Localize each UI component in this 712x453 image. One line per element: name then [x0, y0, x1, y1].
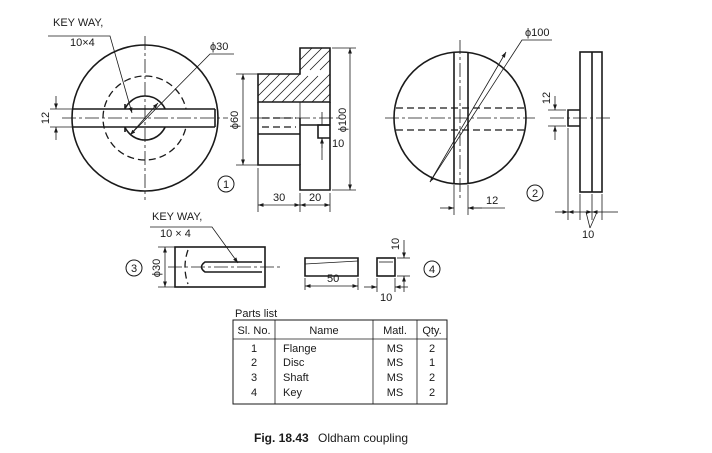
disc-thickness-dim: 10 [582, 229, 594, 241]
flange-bore-dia: ϕ30 [210, 41, 228, 53]
disc-dia: ϕ100 [525, 27, 550, 39]
part-number-balloon-2 [526, 184, 544, 202]
flange-keyway-size: 10×4 [70, 37, 95, 49]
key-height-dim: 10 [390, 238, 402, 250]
disc-side-view: 12 10 [541, 51, 618, 241]
part-number-balloon-3 [125, 259, 143, 277]
svg-text:1: 1 [223, 179, 229, 191]
table-row: 3 Shaft MS 2 [251, 372, 435, 384]
parts-list-title: Parts list [235, 308, 277, 320]
svg-text:3: 3 [251, 372, 257, 384]
svg-text:MS: MS [387, 357, 404, 369]
parts-list-header-matl: Matl. [383, 325, 407, 337]
flange-keyway-label: KEY WAY, [53, 17, 103, 29]
svg-text:2: 2 [429, 343, 435, 355]
key-length-dim: 50 [327, 273, 339, 285]
flange-thickness-dim: 20 [309, 192, 321, 204]
svg-text:3: 3 [131, 263, 137, 275]
svg-text:Shaft: Shaft [283, 372, 309, 384]
svg-text:2: 2 [429, 387, 435, 399]
flange-hub-length-dim: 30 [273, 192, 285, 204]
figure-number: Fig. 18.43 [254, 431, 309, 445]
disc-front-view: ϕ100 12 2 [385, 27, 552, 215]
svg-text:1: 1 [429, 357, 435, 369]
svg-text:4: 4 [429, 264, 435, 276]
key-width-dim: 10 [380, 292, 392, 304]
flange-side-view: ϕ60 ϕ100 10 30 20 1 [217, 47, 356, 212]
svg-text:MS: MS [387, 343, 404, 355]
key-view: 50 10 10 4 [304, 238, 441, 304]
table-row: 4 Key MS 2 [251, 387, 435, 399]
svg-text:1: 1 [251, 343, 257, 355]
disc-tongue-height-dim: 12 [541, 92, 553, 104]
figure-title: Oldham coupling [318, 431, 408, 445]
parts-list-header-qty: Qty. [422, 325, 441, 337]
shaft-keyway-size: 10 × 4 [160, 228, 191, 240]
svg-text:2: 2 [429, 372, 435, 384]
shaft-dia: ϕ30 [151, 259, 163, 277]
svg-text:2: 2 [532, 188, 538, 200]
flange-front-view: 12 KEY WAY, 10×4 ϕ30 [40, 17, 234, 200]
table-row: 1 Flange MS 2 [251, 343, 435, 355]
svg-text:Disc: Disc [283, 357, 305, 369]
flange-slot-dim: 10 [332, 138, 344, 150]
flange-hub-dia: ϕ60 [229, 111, 241, 129]
svg-text:MS: MS [387, 372, 404, 384]
svg-text:Key: Key [283, 387, 302, 399]
svg-text:4: 4 [251, 387, 257, 399]
shaft-view: KEY WAY, 10 × 4 ϕ30 3 [125, 211, 280, 288]
flange-key-height-dim: 12 [40, 112, 52, 124]
table-row: 2 Disc MS 1 [251, 357, 435, 369]
flange-outer-dia: ϕ100 [337, 108, 349, 133]
part-number-balloon-1 [217, 175, 235, 193]
parts-list-header-name: Name [309, 325, 338, 337]
svg-text:Flange: Flange [283, 343, 317, 355]
shaft-keyway-label: KEY WAY, [152, 211, 202, 223]
svg-text:MS: MS [387, 387, 404, 399]
disc-tongue-width-dim: 12 [486, 195, 498, 207]
part-number-balloon-4 [423, 260, 441, 278]
svg-text:2: 2 [251, 357, 257, 369]
parts-list: Parts list Sl. No. Name Matl. Qty. 1 Fla… [232, 308, 448, 405]
parts-list-header-slno: Sl. No. [237, 325, 270, 337]
figure-caption: Fig. 18.43 Oldham coupling [254, 431, 408, 445]
